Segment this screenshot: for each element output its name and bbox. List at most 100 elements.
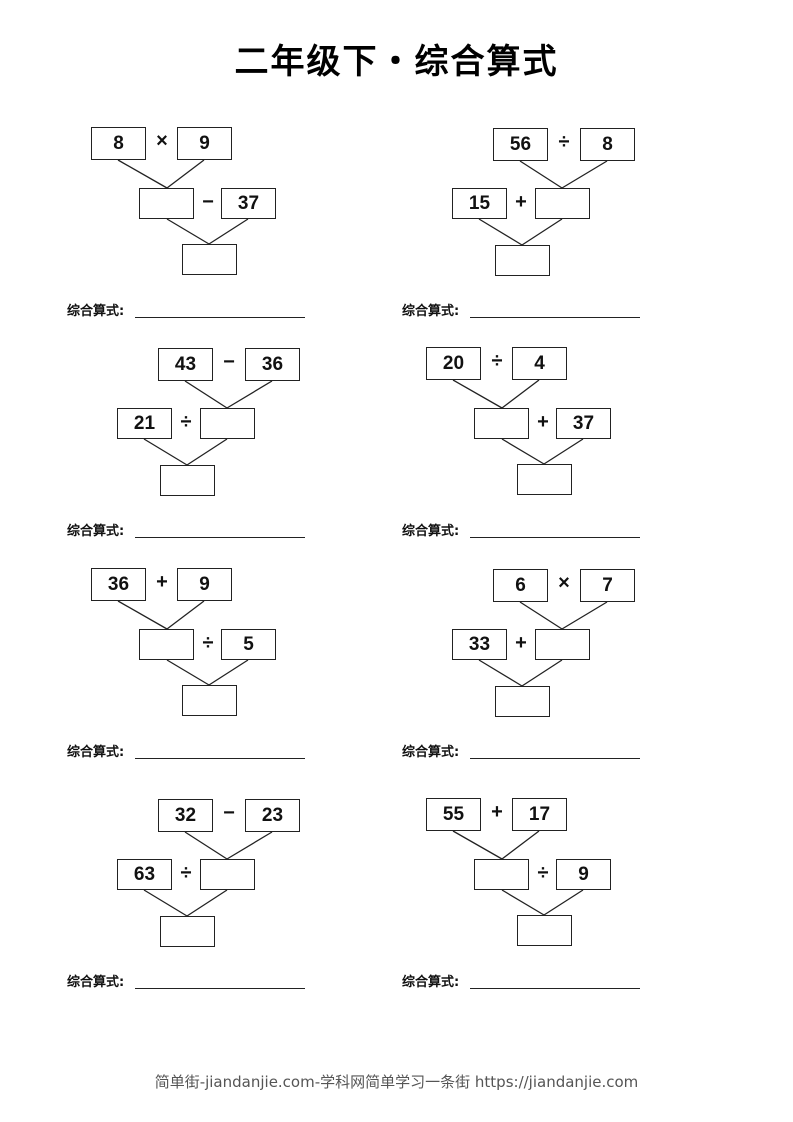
- operand-box-c: 9: [556, 859, 611, 890]
- connector-line: [184, 380, 228, 409]
- connector-line: [561, 160, 608, 189]
- answer-label: 综合算式:: [67, 304, 125, 319]
- final-answer-box[interactable]: [495, 245, 550, 276]
- answer-label: 综合算式:: [67, 975, 125, 990]
- intermediate-answer-box[interactable]: [139, 629, 194, 660]
- operand-box-b: 7: [580, 569, 635, 602]
- connector-line: [501, 438, 545, 465]
- operator-2: ÷: [202, 632, 214, 654]
- intermediate-answer-box[interactable]: [200, 408, 255, 439]
- connector-line: [143, 438, 188, 466]
- connector-line: [543, 889, 584, 916]
- connector-line: [226, 380, 273, 409]
- intermediate-answer-box[interactable]: [535, 188, 590, 219]
- connector-line: [208, 218, 249, 245]
- operator-2: +: [515, 632, 527, 654]
- operand-box-c: 37: [221, 188, 276, 219]
- intermediate-answer-box[interactable]: [474, 408, 529, 439]
- operand-box-c: 33: [452, 629, 507, 660]
- answer-label: 综合算式:: [67, 745, 125, 760]
- intermediate-answer-box[interactable]: [139, 188, 194, 219]
- answer-line[interactable]: [135, 537, 305, 538]
- page-title: 二年级下・综合算式: [234, 42, 559, 82]
- connector-line: [186, 438, 228, 466]
- operator-2: ÷: [180, 411, 192, 433]
- operator-1: ×: [156, 130, 168, 152]
- connector-line: [519, 601, 563, 630]
- operator-2: ÷: [537, 862, 549, 884]
- footer: 简单街-jiandanjie.com-学科网简单学习一条街 https://ji…: [154, 1073, 639, 1091]
- connector-line: [501, 889, 545, 916]
- operand-box-a: 36: [91, 568, 146, 601]
- operator-1: ×: [558, 572, 570, 594]
- operand-box-b: 36: [245, 348, 300, 381]
- intermediate-answer-box[interactable]: [535, 629, 590, 660]
- operator-2: +: [515, 191, 527, 213]
- final-answer-box[interactable]: [517, 915, 572, 946]
- connector-line: [117, 600, 168, 630]
- operand-box-a: 55: [426, 798, 481, 831]
- answer-label: 综合算式:: [67, 524, 125, 539]
- final-answer-box[interactable]: [182, 244, 237, 275]
- final-answer-box[interactable]: [160, 465, 215, 496]
- operand-box-c: 37: [556, 408, 611, 439]
- final-answer-box[interactable]: [182, 685, 237, 716]
- final-answer-box[interactable]: [517, 464, 572, 495]
- answer-label: 综合算式:: [402, 304, 460, 319]
- intermediate-answer-box[interactable]: [200, 859, 255, 890]
- answer-line[interactable]: [470, 758, 640, 759]
- answer-line[interactable]: [135, 988, 305, 989]
- connector-line: [501, 379, 540, 409]
- operator-2: ÷: [180, 862, 192, 884]
- intermediate-answer-box[interactable]: [474, 859, 529, 890]
- connector-line: [519, 160, 563, 189]
- answer-line[interactable]: [470, 317, 640, 318]
- connector-line: [143, 889, 188, 917]
- answer-line[interactable]: [135, 758, 305, 759]
- operator-1: +: [491, 801, 503, 823]
- answer-line[interactable]: [470, 988, 640, 989]
- answer-label: 综合算式:: [402, 524, 460, 539]
- operator-1: −: [223, 351, 235, 373]
- connector-line: [166, 659, 210, 686]
- operand-box-a: 8: [91, 127, 146, 160]
- connector-line: [561, 601, 608, 630]
- connector-line: [208, 659, 249, 686]
- answer-line[interactable]: [135, 317, 305, 318]
- operand-box-a: 56: [493, 128, 548, 161]
- operand-box-b: 17: [512, 798, 567, 831]
- operator-2: −: [202, 191, 214, 213]
- operator-1: +: [156, 571, 168, 593]
- answer-label: 综合算式:: [402, 975, 460, 990]
- connector-line: [452, 830, 503, 860]
- connector-line: [478, 659, 523, 687]
- operator-1: ÷: [491, 350, 503, 372]
- connector-line: [117, 159, 168, 189]
- operator-1: −: [223, 802, 235, 824]
- operand-box-a: 20: [426, 347, 481, 380]
- operand-box-a: 32: [158, 799, 213, 832]
- operand-box-c: 63: [117, 859, 172, 890]
- answer-label: 综合算式:: [402, 745, 460, 760]
- operand-box-b: 9: [177, 127, 232, 160]
- answer-line[interactable]: [470, 537, 640, 538]
- operator-2: +: [537, 411, 549, 433]
- connector-line: [184, 831, 228, 860]
- operator-1: ÷: [558, 131, 570, 153]
- connector-line: [478, 218, 523, 246]
- operand-box-a: 6: [493, 569, 548, 602]
- operand-box-b: 9: [177, 568, 232, 601]
- connector-line: [186, 889, 228, 917]
- operand-box-b: 23: [245, 799, 300, 832]
- connector-line: [543, 438, 584, 465]
- connector-line: [226, 831, 273, 860]
- operand-box-a: 43: [158, 348, 213, 381]
- connector-line: [166, 218, 210, 245]
- connector-line: [501, 830, 540, 860]
- operand-box-b: 8: [580, 128, 635, 161]
- final-answer-box[interactable]: [495, 686, 550, 717]
- final-answer-box[interactable]: [160, 916, 215, 947]
- operand-box-c: 21: [117, 408, 172, 439]
- operand-box-c: 15: [452, 188, 507, 219]
